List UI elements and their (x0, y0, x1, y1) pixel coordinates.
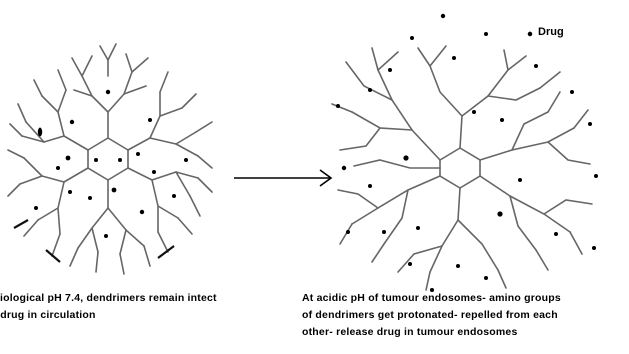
caption-right-line-3: other- release drug in tumour endosomes (302, 324, 561, 341)
caption-acidic-ph: At acidic pH of tumour endosomes- amino … (302, 290, 561, 341)
caption-physiological-ph: siological pH 7.4, dendrimers remain int… (0, 290, 217, 324)
transition-arrow (234, 170, 331, 186)
drug-legend-label: Drug (538, 26, 564, 38)
caption-right-line-1: At acidic pH of tumour endosomes- amino … (302, 290, 561, 307)
caption-right-line-2: of dendrimers get protonated- repelled f… (302, 307, 561, 324)
caption-left-line-2: l drug in circulation (0, 307, 217, 324)
caption-left-line-1: siological pH 7.4, dendrimers remain int… (0, 290, 217, 307)
drug-legend-dot (528, 32, 532, 36)
expanded-dendrimer (332, 46, 592, 290)
compact-dendrimer (8, 44, 212, 274)
